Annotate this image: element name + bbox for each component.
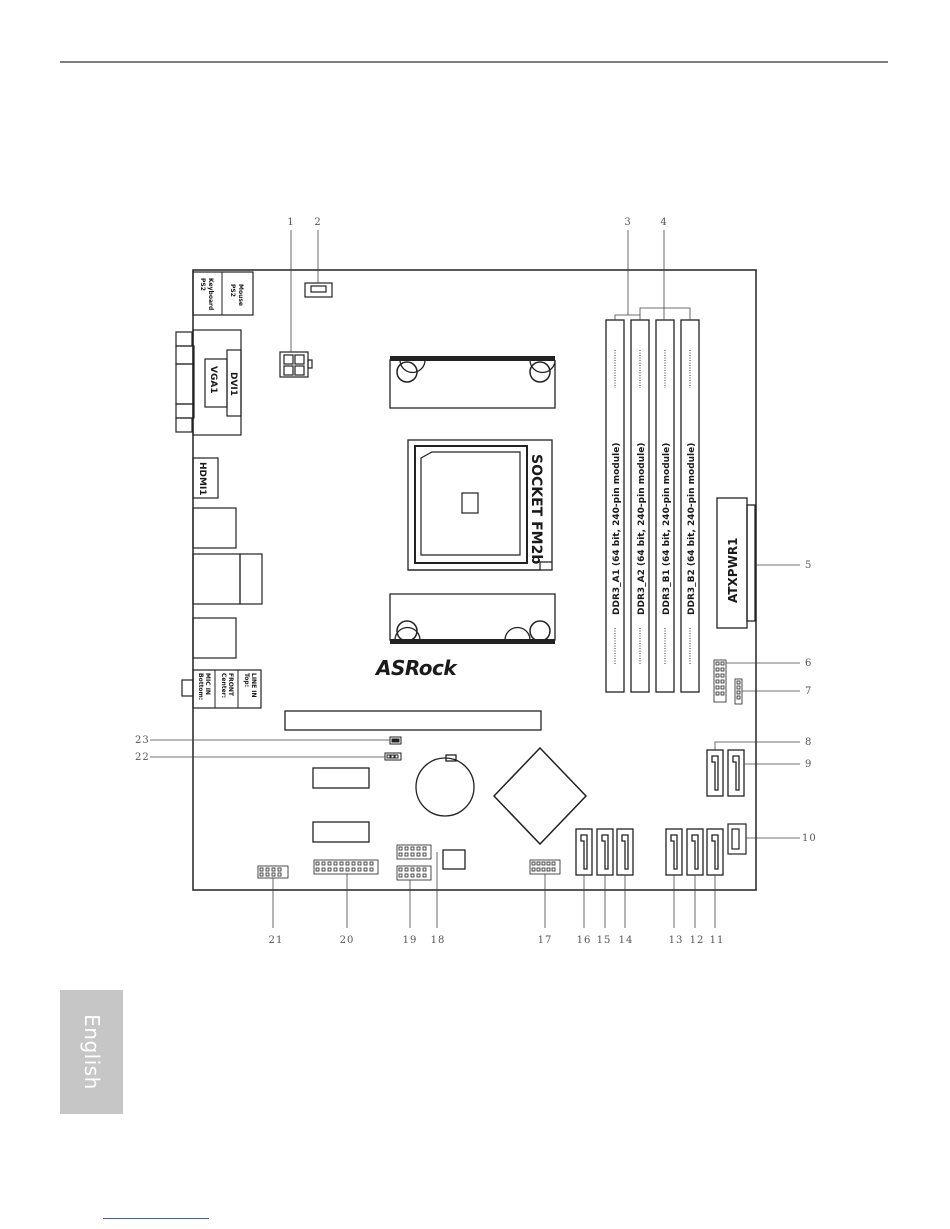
vga-dvi-ports — [175, 329, 242, 436]
header-17 — [529, 859, 561, 875]
callout-leader-lines — [150, 230, 800, 928]
dimm-a2-label: DDR3_A2 (64 bit, 240-pin module) — [637, 443, 647, 615]
heatsink-bracket-top — [389, 356, 556, 409]
svg-text:PS2: PS2 — [199, 278, 206, 291]
jumper-22 — [384, 752, 402, 761]
ps2-ports: PS2 Keyboard PS2 Mouse — [192, 271, 254, 316]
ps2-mouse-label-2: Mouse — [237, 284, 244, 306]
sata-connectors-8-9 — [706, 749, 745, 797]
vga-label: VGA1 — [208, 366, 218, 394]
svg-text:FRONT: FRONT — [227, 673, 234, 697]
callout-12: 12 — [690, 935, 705, 946]
callout-14: 14 — [619, 935, 634, 946]
callout-numbers: 1 2 3 4 5 6 7 8 9 10 11 12 13 14 15 16 1… — [135, 217, 817, 946]
header-18 — [396, 844, 432, 860]
dimm-b2-label: DDR3_B2 (64 bit, 240-pin module) — [687, 443, 697, 615]
svg-text:LINE IN: LINE IN — [250, 673, 257, 698]
audio-bottom-label-2: MIC IN — [204, 673, 211, 695]
ps2-keyboard-label-2: Keyboard — [207, 278, 214, 310]
atx-12v-connector — [279, 351, 313, 378]
callout-7: 7 — [805, 686, 812, 697]
svg-text:PS2: PS2 — [229, 284, 236, 297]
atx-label: ATXPWR1 — [726, 538, 740, 603]
svg-text:Center:: Center: — [220, 673, 227, 698]
audio-top-label-2: LINE IN — [250, 673, 257, 698]
callout-17: 17 — [538, 935, 553, 946]
svg-text:Top:: Top: — [243, 673, 250, 687]
header-6 — [713, 659, 727, 703]
usb-lan-ports — [192, 507, 263, 659]
audio-center-label-2: FRONT — [227, 673, 234, 697]
callout-20: 20 — [340, 935, 355, 946]
audio-top-label-1: Top: — [243, 673, 250, 687]
callout-22: 22 — [135, 752, 150, 763]
callout-21: 21 — [269, 935, 284, 946]
callout-6: 6 — [805, 658, 812, 669]
chassis-fan-connector — [727, 823, 747, 855]
cpu-socket — [407, 439, 553, 571]
callout-13: 13 — [669, 935, 684, 946]
language-tab — [60, 990, 123, 1114]
atx-power-connector — [716, 497, 756, 629]
dimm-a1-label: DDR3_A1 (64 bit, 240-pin module) — [612, 443, 622, 615]
chipset — [492, 746, 588, 846]
callout-18: 18 — [431, 935, 446, 946]
ps2-mouse-label-1: PS2 — [229, 284, 236, 297]
header-19 — [396, 865, 432, 881]
ps2-keyboard-label-1: PS2 — [199, 278, 206, 291]
callout-10: 10 — [802, 833, 817, 844]
callout-4: 4 — [660, 217, 667, 228]
callout-2: 2 — [314, 217, 321, 228]
svg-text:Mouse: Mouse — [237, 284, 244, 306]
callout-8: 8 — [805, 737, 812, 748]
audio-center-label-1: Center: — [220, 673, 227, 698]
cpu-fan-connector — [304, 282, 333, 298]
chip-rectangles — [312, 767, 466, 870]
svg-text:Keyboard: Keyboard — [207, 278, 214, 310]
header-7 — [734, 678, 743, 705]
callout-19: 19 — [403, 935, 418, 946]
audio-jacks: Bottom: MIC IN Center: FRONT Top: LINE I… — [181, 669, 262, 709]
callout-5: 5 — [805, 560, 812, 571]
sata-connectors-11-16 — [575, 828, 724, 876]
callout-23: 23 — [135, 735, 150, 746]
dimm-slot-b1 — [655, 319, 675, 693]
callout-16: 16 — [577, 935, 592, 946]
svg-text:MIC IN: MIC IN — [204, 673, 211, 695]
dvi-label: DVI1 — [228, 372, 238, 396]
audio-bottom-label-1: Bottom: — [197, 673, 204, 700]
header-20 — [313, 859, 379, 875]
pcie-slot — [284, 710, 542, 731]
hdmi-port — [192, 457, 219, 499]
heatsink-bracket-bottom — [389, 593, 556, 644]
callout-3: 3 — [624, 217, 631, 228]
jumper-23 — [389, 736, 402, 745]
cmos-battery — [415, 754, 475, 817]
footer-underline — [103, 1215, 209, 1219]
header-21 — [257, 865, 289, 879]
hdmi-label: HDMI1 — [197, 462, 207, 496]
callout-11: 11 — [710, 935, 725, 946]
language-tab-label: English — [80, 1014, 104, 1090]
socket-label: SOCKET FM2b — [528, 454, 544, 564]
svg-text:Bottom:: Bottom: — [197, 673, 204, 700]
brand-logo: ASRock — [374, 656, 458, 680]
callout-9: 9 — [805, 759, 812, 770]
callout-1: 1 — [287, 217, 294, 228]
callout-15: 15 — [597, 935, 612, 946]
dimm-b1-label: DDR3_B1 (64 bit, 240-pin module) — [662, 443, 672, 615]
